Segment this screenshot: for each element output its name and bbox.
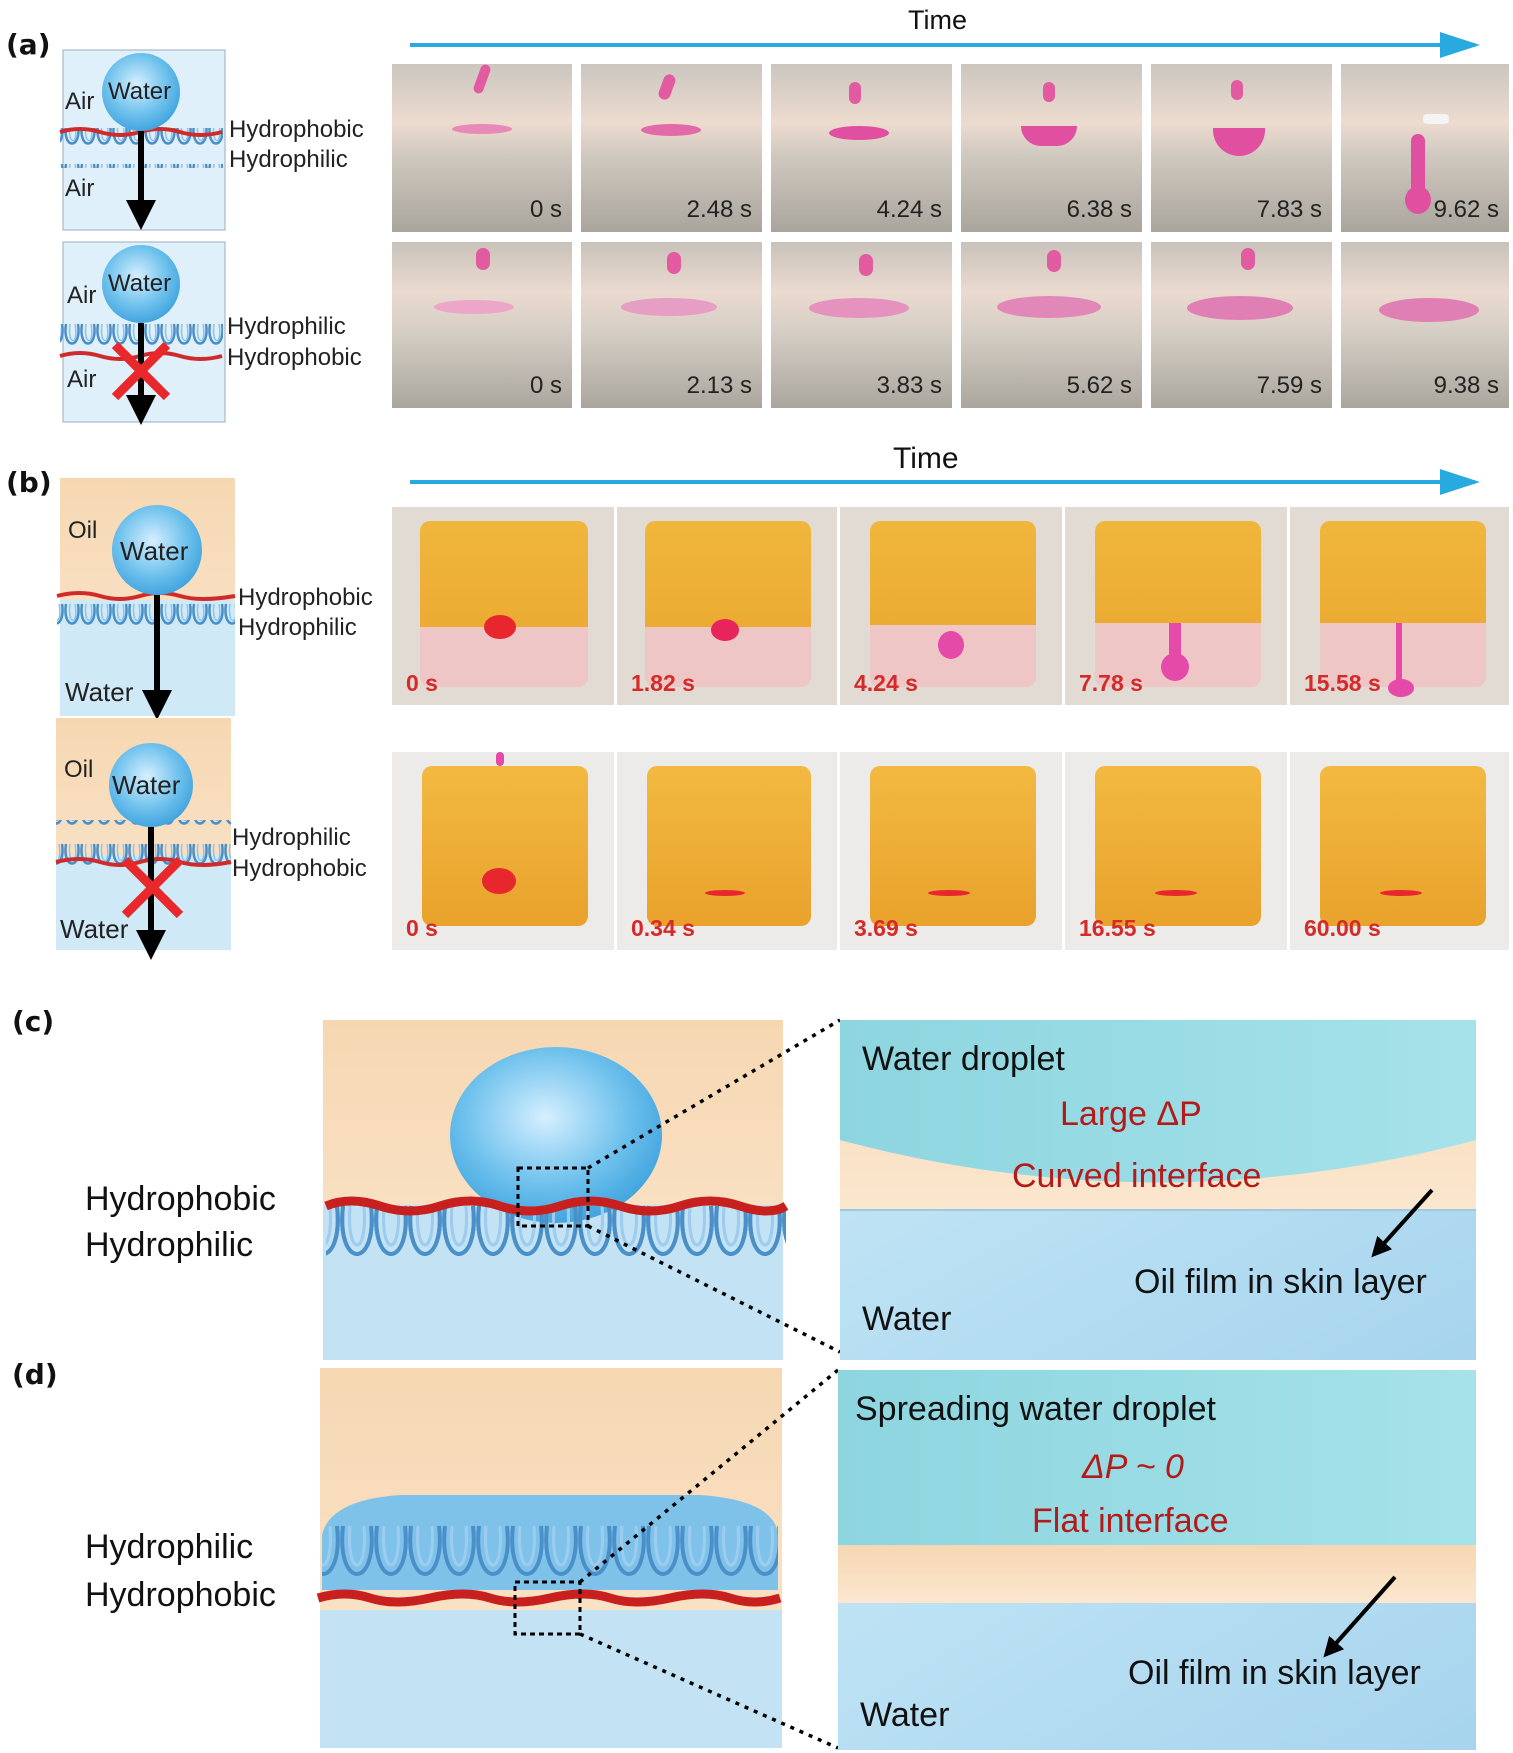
timestamp: 4.24 s (854, 670, 918, 696)
photo-frame: 7.59 s (1151, 242, 1332, 408)
timestamp: 0 s (529, 196, 562, 223)
timestamp: 7.78 s (1079, 670, 1143, 696)
timestamp: 4.24 s (876, 196, 942, 223)
photo-frame: 7.78 s (1065, 507, 1287, 705)
photo-frame: 0 s (392, 752, 614, 950)
photo-frame: 16.55 s (1065, 752, 1287, 950)
photo-frame: 2.48 s (581, 64, 762, 232)
label-air-bottom: Air (67, 366, 97, 393)
schematic-c (323, 1018, 841, 1360)
panel-label-c: (c) (12, 1005, 55, 1038)
timestamp: 1.82 s (631, 670, 695, 696)
panel-label-a: (a) (6, 28, 51, 61)
label-hydrophobic: Hydrophobic (238, 584, 373, 611)
label-hydrophilic: Hydrophilic (229, 146, 348, 173)
label-air-top: Air (65, 88, 95, 115)
label-water-bottom: Water (65, 677, 134, 707)
pressure-label: ΔP ~ 0 (1082, 1448, 1184, 1486)
photo-frame: 4.24 s (771, 64, 952, 232)
label-water-bottom: Water (60, 914, 129, 944)
label-oil: Oil (64, 756, 94, 783)
label-hydrophobic: Hydrophobic (229, 116, 364, 143)
timestamp: 0 s (529, 372, 562, 399)
photo-frame: 6.38 s (961, 64, 1142, 232)
zoom-d (838, 1370, 1476, 1750)
photo-frame: 60.00 s (1290, 752, 1509, 950)
timestamp: 9.38 s (1433, 372, 1499, 399)
interface-label: Curved interface (1012, 1157, 1262, 1195)
timestamp: 5.62 s (1066, 372, 1132, 399)
photo-frame: 9.62 s (1341, 64, 1509, 232)
panel-label-d: (d) (12, 1358, 58, 1391)
panel-label-b: (b) (6, 466, 52, 499)
photo-frame: 7.83 s (1151, 64, 1332, 232)
timestamp: 16.55 s (1079, 915, 1156, 941)
timestamp: 0 s (406, 915, 438, 941)
photo-frame: 5.62 s (961, 242, 1142, 408)
photo-frame: 15.58 s (1290, 507, 1509, 705)
label-hydrophobic: Hydrophobic (85, 1180, 276, 1218)
time-label-b: Time (893, 442, 959, 475)
timestamp: 2.13 s (686, 372, 752, 399)
oil-film-label: Oil film in skin layer (1128, 1654, 1421, 1692)
label-hydrophobic: Hydrophobic (85, 1576, 276, 1614)
label-water: Water (108, 270, 172, 297)
photo-frame: 0.34 s (617, 752, 837, 950)
label-hydrophilic: Hydrophilic (85, 1528, 254, 1566)
timestamp: 0 s (406, 670, 438, 696)
label-air-top: Air (67, 282, 97, 309)
water-label: Water (860, 1696, 950, 1734)
photo-frame: 4.24 s (840, 507, 1062, 705)
timestamp: 3.69 s (854, 915, 918, 941)
label-hydrophilic: Hydrophilic (85, 1226, 254, 1264)
schematic-d (316, 1368, 840, 1750)
timestamp: 3.83 s (876, 372, 942, 399)
zoom-title: Water droplet (862, 1040, 1065, 1078)
photo-frame: 2.13 s (581, 242, 762, 408)
label-oil: Oil (68, 517, 98, 544)
zoom-title: Spreading water droplet (855, 1390, 1217, 1428)
photo-frame: 1.82 s (617, 507, 837, 705)
label-hydrophilic: Hydrophilic (232, 824, 351, 851)
photo-frame: 9.38 s (1341, 242, 1509, 408)
label-hydrophilic: Hydrophilic (227, 313, 346, 340)
interface-label: Flat interface (1032, 1502, 1229, 1540)
water-label: Water (862, 1300, 952, 1338)
timestamp: 9.62 s (1433, 196, 1499, 223)
pressure-label: Large ΔP (1060, 1095, 1202, 1133)
photo-frame: 0 s (392, 242, 572, 408)
timestamp: 0.34 s (631, 915, 695, 941)
schematic-a1 (59, 49, 226, 231)
oil-film-label: Oil film in skin layer (1134, 1263, 1427, 1301)
label-hydrophobic: Hydrophobic (227, 344, 362, 371)
label-water: Water (120, 536, 189, 566)
label-water: Water (108, 78, 172, 105)
schematic-b1 (56, 478, 236, 720)
timestamp: 60.00 s (1304, 915, 1381, 941)
label-water: Water (112, 770, 181, 800)
timestamp: 7.59 s (1256, 372, 1322, 399)
label-hydrophilic: Hydrophilic (238, 614, 357, 641)
timestamp: 6.38 s (1066, 196, 1132, 223)
timestamp: 2.48 s (686, 196, 752, 223)
photo-frame: 3.83 s (771, 242, 952, 408)
timestamp: 7.83 s (1256, 196, 1322, 223)
label-air-bottom: Air (65, 175, 95, 202)
time-label-a: Time (908, 5, 967, 35)
zoom-c (840, 1020, 1476, 1360)
schematic-b2 (55, 718, 232, 960)
photo-frame: 0 s (392, 64, 572, 232)
photo-frame: 0 s (392, 507, 614, 705)
timestamp: 15.58 s (1304, 670, 1381, 696)
schematic-a2 (59, 241, 226, 425)
photo-frame: 3.69 s (840, 752, 1062, 950)
label-hydrophobic: Hydrophobic (232, 855, 367, 882)
